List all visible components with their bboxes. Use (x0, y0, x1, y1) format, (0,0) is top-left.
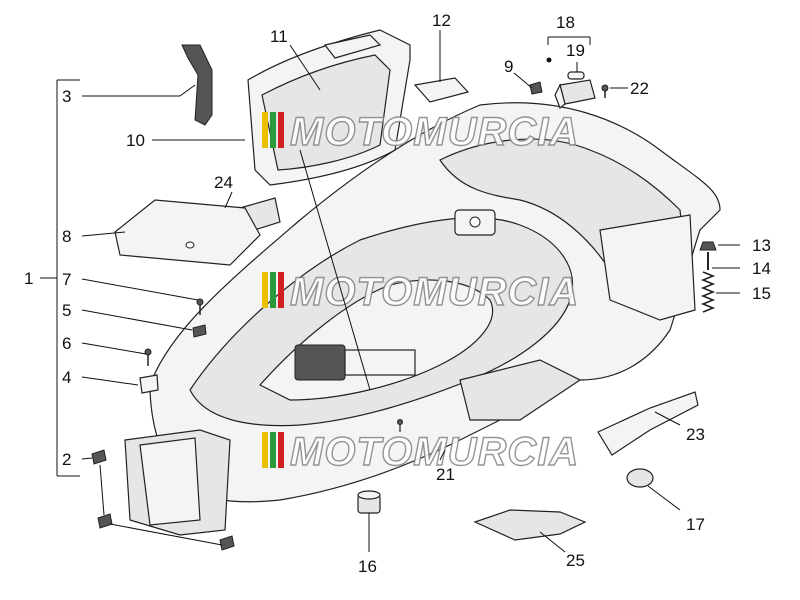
watermark-text: MOTOMURCIA (290, 110, 579, 154)
watermark-stripe-green (270, 272, 276, 308)
callout-8: 8 (62, 227, 71, 246)
watermark-stripe-red (278, 112, 284, 148)
clip-2c (219, 535, 235, 551)
watermark-3: MOTOMURCIA (262, 429, 579, 475)
leader-lines (81, 30, 740, 553)
callout-21: 21 (436, 465, 455, 484)
callout-10: 10 (126, 131, 145, 150)
mat-8 (114, 199, 261, 266)
screw-22 (601, 84, 609, 98)
callout-22: 22 (630, 79, 649, 98)
watermark-2: MOTOMURCIA (262, 269, 579, 315)
pad-25 (473, 509, 587, 541)
callout-13: 13 (752, 236, 771, 255)
watermark-stripe-yellow (262, 272, 268, 308)
watermark-text: MOTOMURCIA (290, 430, 579, 474)
frame-body (124, 102, 721, 536)
watermark-stripe-green (270, 112, 276, 148)
watermark-1: MOTOMURCIA (262, 109, 579, 155)
watermark-text: MOTOMURCIA (290, 270, 579, 314)
callout-labels: 1 2 3 4 5 6 7 8 9 10 11 12 13 14 15 16 1… (24, 11, 771, 576)
clip-2a (91, 449, 107, 465)
watermark-stripe-yellow (262, 432, 268, 468)
callout-12: 12 (432, 11, 451, 30)
watermark-stripe-red (278, 432, 284, 468)
callout-11: 11 (270, 27, 288, 46)
compartment-lid (247, 29, 411, 186)
rubber-cap-16 (357, 490, 381, 514)
clip-5 (192, 324, 207, 338)
callout-5: 5 (62, 301, 71, 320)
callout-16: 16 (358, 557, 377, 576)
disc-17 (626, 468, 654, 488)
callout-7: 7 (62, 270, 71, 289)
callout-23: 23 (686, 425, 705, 444)
callout-18: 18 (556, 13, 575, 32)
clip-9 (529, 81, 543, 95)
nut-4 (139, 374, 159, 394)
screw-21 (397, 419, 403, 432)
callout-4: 4 (62, 368, 71, 387)
callout-24: 24 (214, 173, 233, 192)
group-bracket-1 (40, 79, 80, 477)
callout-9: 9 (504, 57, 513, 76)
callout-3: 3 (62, 87, 71, 106)
bolt-spring-assembly (699, 241, 717, 313)
callout-2: 2 (62, 450, 71, 469)
group-bracket-18 (547, 36, 591, 45)
clip-2b (97, 513, 113, 529)
screw-6 (144, 348, 152, 366)
callout-1: 1 (24, 269, 33, 288)
cover-23 (597, 391, 699, 456)
callout-15: 15 (752, 284, 771, 303)
watermark-stripe-yellow (262, 112, 268, 148)
box-assembly (546, 57, 596, 109)
callout-17: 17 (686, 515, 705, 534)
callout-19: 19 (566, 41, 585, 60)
small-cover (413, 77, 470, 103)
callout-25: 25 (566, 551, 585, 570)
watermark-stripe-red (278, 272, 284, 308)
strap-part (181, 44, 213, 126)
callout-6: 6 (62, 334, 71, 353)
callout-14: 14 (752, 259, 771, 278)
watermark-stripe-green (270, 432, 276, 468)
screw-7 (196, 298, 204, 315)
